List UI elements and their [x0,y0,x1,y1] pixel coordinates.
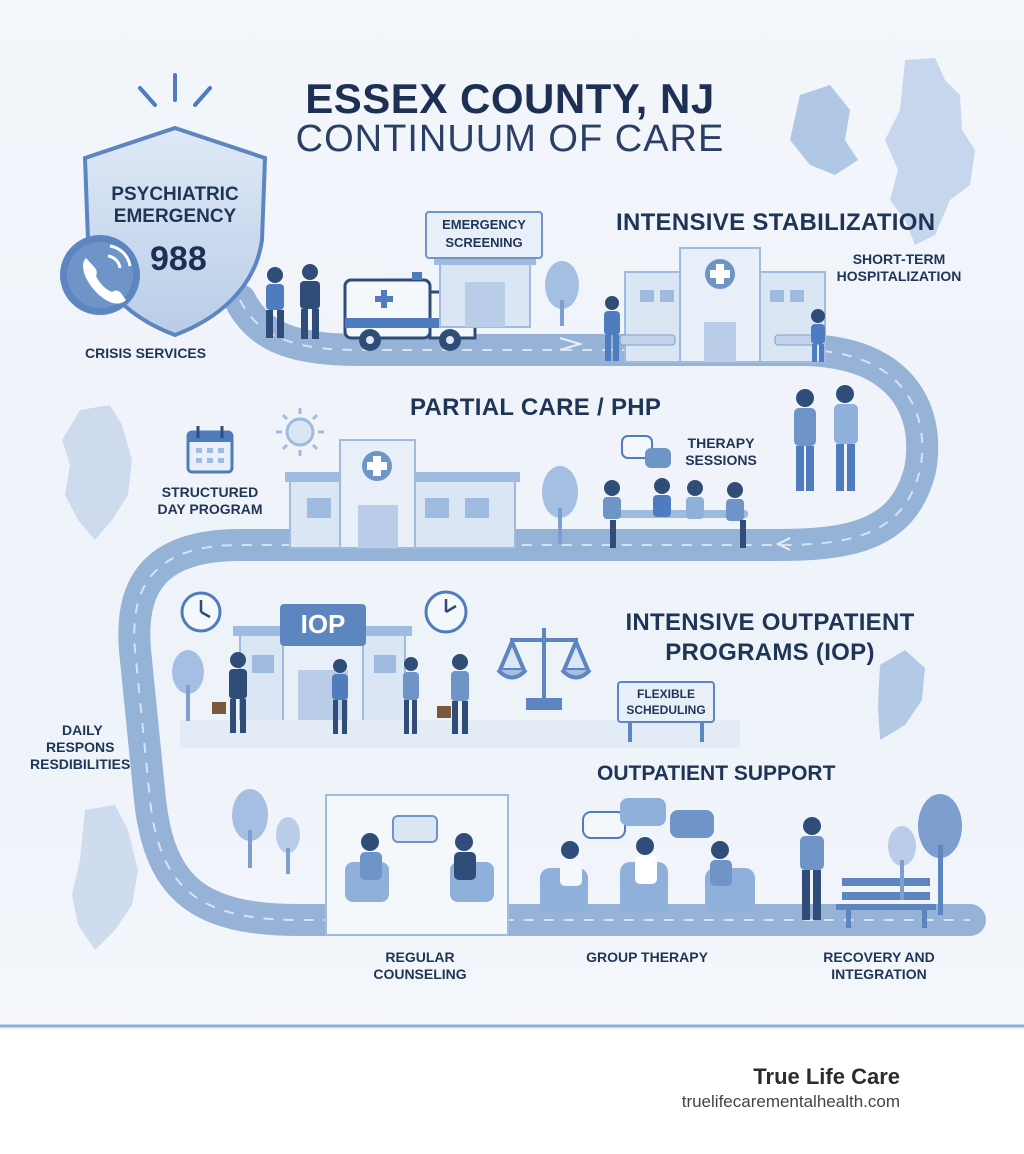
tree [172,650,204,721]
shield-label-line-1: PSYCHIATRIC [111,184,239,205]
tree [276,817,300,874]
recovery-integration-line-1: RECOVERY AND [823,949,935,965]
title-line-2: CONTINUUM OF CARE [295,118,725,160]
outpatient-heading: OUTPATIENT SUPPORT [597,762,836,785]
brand-url[interactable]: truelifecarementalhealth.com [681,1092,900,1111]
county-map-icon [790,85,858,175]
tree [542,466,578,544]
speech-bubble-icon [621,435,671,468]
stabilization-sub-line-2: HOSPITALIZATION [836,268,962,284]
phone-icon [60,235,140,315]
medical-cross-icon [710,264,730,284]
counseling-room [325,794,509,936]
group-therapy-label: GROUP THERAPY [586,949,708,965]
structured-program-line-2: DAY PROGRAM [157,501,263,517]
doctor-figures [794,385,858,491]
iop-building-sign: IOP [300,609,346,639]
speech-bubble-icon [582,798,714,839]
new-jersey-map-icon [72,805,138,950]
continuum-illustration [0,58,1024,1028]
shield-label-line-2: EMERGENCY [113,206,237,227]
new-jersey-map-icon [62,405,132,540]
regular-counseling-line-1: REGULAR [385,949,455,965]
crisis-services-label: CRISIS SERVICES [85,345,207,361]
partial-care-building [285,439,520,549]
iop-heading-line-1: INTENSIVE OUTPATIENT [625,609,915,636]
police-officer-figures [266,264,320,339]
park-bench [836,878,936,928]
tree [918,794,962,915]
emergency-screening-line-2: SCREENING [445,235,523,250]
daily-responsibilities-line-2: RESPONS [46,739,115,755]
flexible-scheduling-line-1: FLEXIBLE [636,687,695,701]
daily-responsibilities-line-3: RESDIBILITIES [30,756,131,772]
nurse-figure [604,296,825,362]
stabilization-heading: INTENSIVE STABILIZATION [616,209,936,236]
flexible-scheduling-sign [617,681,715,742]
emergency-screening-building [425,211,543,328]
hospital-building [619,247,826,363]
crisis-hotline-number: 988 [150,240,207,278]
tree [545,261,579,326]
tree [888,826,916,900]
path-arrow [775,537,791,551]
structured-program-line-1: STRUCTURED [161,484,259,500]
brand-name: True Life Care [753,1064,900,1089]
footer: True Life Care truelifecarementalhealth.… [0,1030,1024,1154]
clock-icon [180,591,222,633]
scales-icon [496,628,592,710]
medical-cross-icon [367,456,387,476]
therapy-sessions-line-2: SESSIONS [685,452,757,468]
recovery-integration-line-2: INTEGRATION [831,966,927,982]
therapy-sessions-line-1: THERAPY [687,435,755,451]
new-jersey-map-icon [885,58,975,245]
tree [232,789,268,868]
county-map-icon [878,650,925,740]
partial-care-heading: PARTIAL CARE / PHP [410,394,662,421]
standing-person-figure [800,817,824,920]
daily-responsibilities-line-1: DAILY [62,722,103,738]
flexible-scheduling-line-2: SCHEDULING [626,703,706,717]
title-line-1: ESSEX COUNTY, NJ [305,75,715,122]
stabilization-sub-line-1: SHORT-TERM [852,251,946,267]
therapy-group [603,478,748,548]
path-arrow [559,337,584,351]
emergency-screening-line-1: EMERGENCY [442,217,526,232]
clock-icon [424,590,468,634]
group-therapy-figures [540,837,755,912]
iop-building [180,604,740,748]
regular-counseling-line-2: COUNSELING [373,966,467,982]
sun-icon [276,408,324,456]
calendar-icon [186,426,234,474]
iop-heading-line-2: PROGRAMS (IOP) [665,639,875,666]
commuter-figures [212,652,469,734]
